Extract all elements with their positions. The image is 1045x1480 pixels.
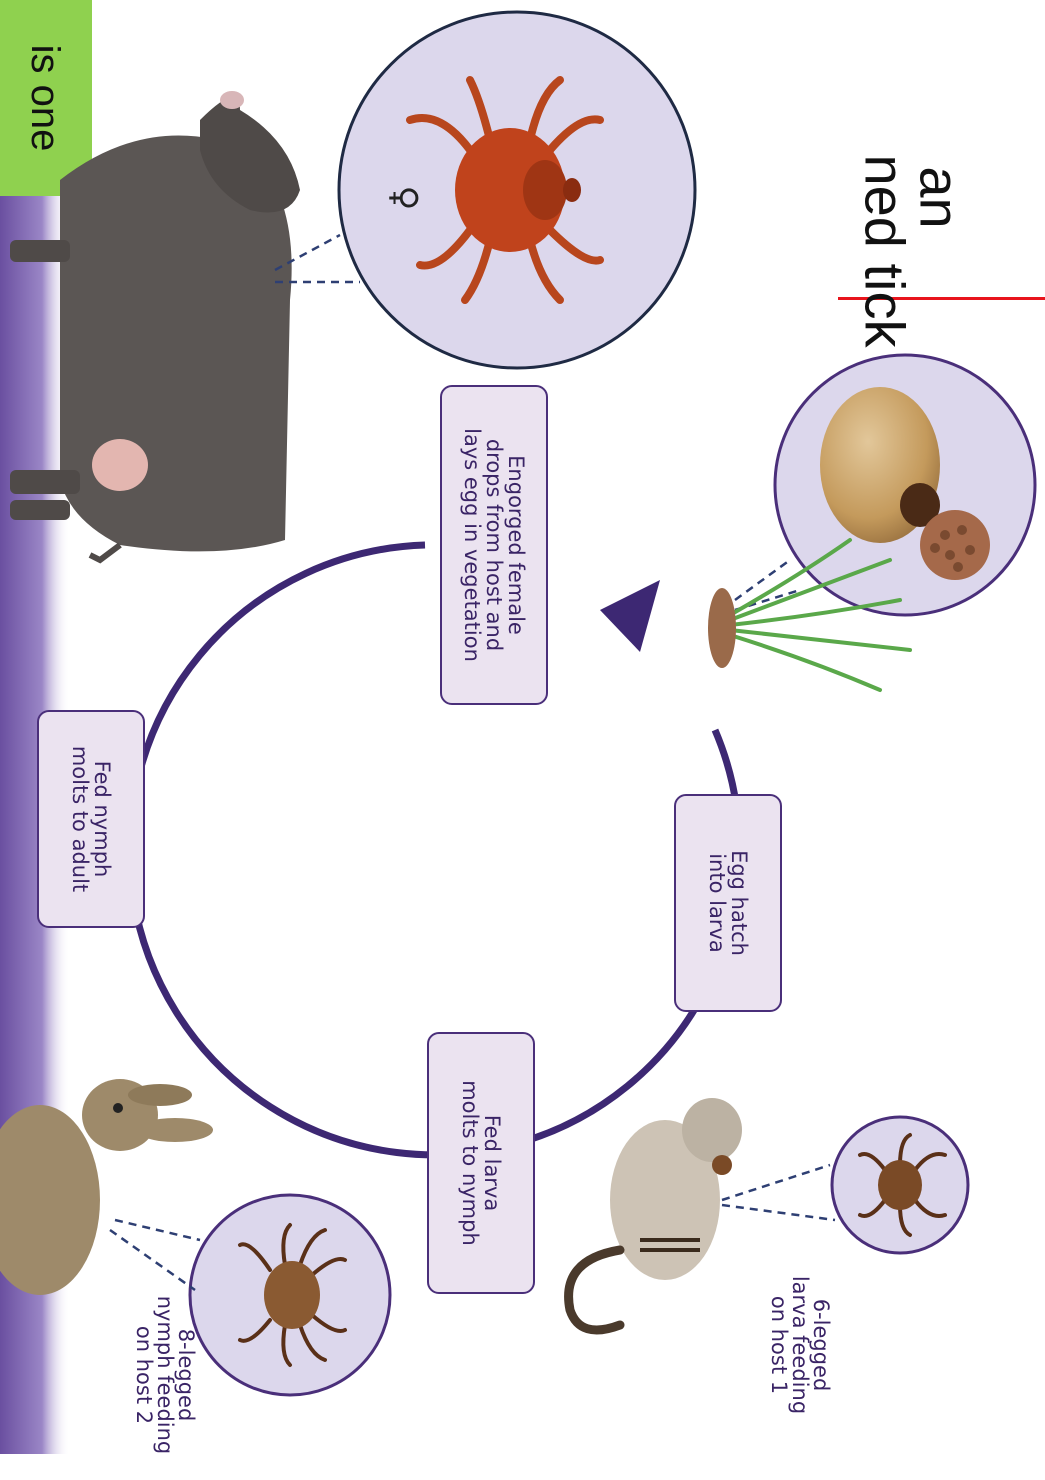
- adult-tick-head: [563, 178, 581, 202]
- page-title-line-2: ned tick: [783, 48, 988, 348]
- step-engorged-female: Engorged female drops from host and lays…: [440, 385, 548, 705]
- larva-connector-1: [722, 1165, 830, 1200]
- female-symbol: ♀: [384, 186, 424, 211]
- cow-tail: [90, 545, 120, 560]
- nymph-connector-1: [115, 1220, 200, 1240]
- rabbit-illustration: [0, 1079, 213, 1295]
- step-fed-nymph: Fed nymph molts to adult: [37, 710, 145, 928]
- step-engorged-female-label: Engorged female drops from host and lays…: [461, 428, 527, 662]
- step-egg-hatch-label: Egg hatch into larva: [706, 850, 750, 956]
- cow-leg-2: [10, 470, 80, 494]
- step-fed-nymph-label: Fed nymph molts to adult: [69, 746, 113, 892]
- cow-udder: [92, 439, 148, 491]
- grass-vegetation: [730, 540, 910, 690]
- chipmunk-tail: [569, 1250, 620, 1330]
- rabbit-ear-2: [128, 1084, 192, 1106]
- rabbit-eye: [113, 1103, 123, 1113]
- cow-leg-1: [10, 240, 70, 262]
- caption-larva-host-text: 6-legged larva feeding on host 1: [769, 1276, 832, 1414]
- caption-nymph-host: 8-legged nymph feeding on host 2: [120, 1270, 210, 1480]
- caption-nymph-host-text: 8-legged nymph feeding on host 2: [134, 1296, 197, 1455]
- step-fed-larva-label: Fed larva molts to nymph: [459, 1080, 503, 1246]
- larva-connector-2: [722, 1205, 835, 1220]
- rabbit-ear-1: [137, 1118, 213, 1142]
- chipmunk-illustration: [569, 1098, 742, 1330]
- cycle-arrowhead: [600, 580, 660, 652]
- title-text-2: ned tick: [858, 155, 911, 348]
- cow-snout: [220, 91, 244, 109]
- chipmunk-nose: [712, 1155, 732, 1175]
- cow-leg-3: [10, 500, 70, 520]
- egg-clump: [708, 588, 736, 668]
- adult-tick-scutum: [523, 160, 567, 220]
- step-fed-larva: Fed larva molts to nymph: [427, 1032, 535, 1294]
- green-note: is one: [5, 0, 85, 203]
- rabbit-body: [0, 1105, 100, 1295]
- chipmunk-head: [682, 1098, 742, 1162]
- caption-larva-host: 6-legged larva feeding on host 1: [755, 1245, 845, 1445]
- green-note-text: is one: [23, 45, 68, 152]
- step-egg-hatch: Egg hatch into larva: [674, 794, 782, 1012]
- larva-tick-body: [878, 1160, 922, 1210]
- nymph-tick-body: [264, 1261, 320, 1329]
